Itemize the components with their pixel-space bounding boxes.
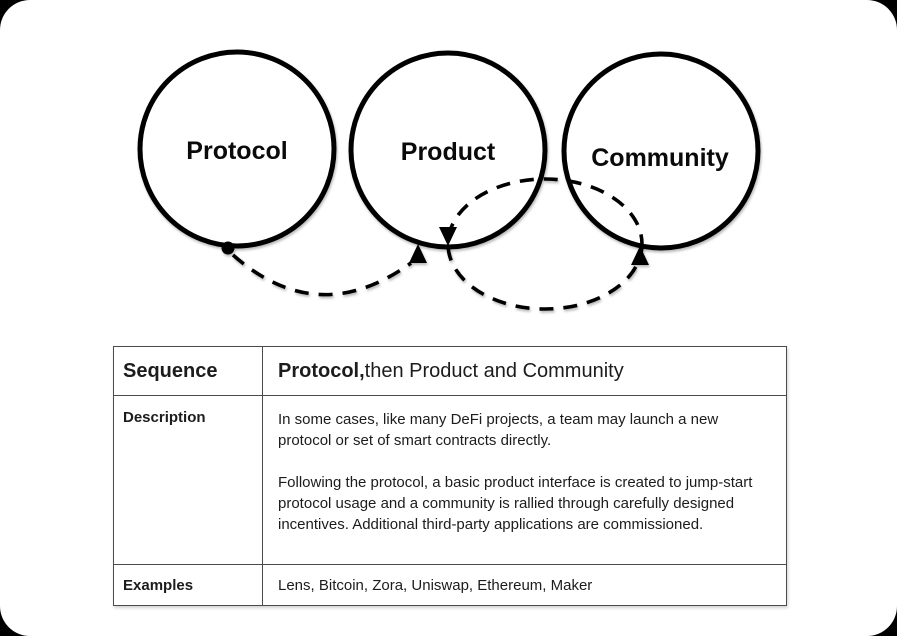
sequence-diagram: Protocol Product Community [137, 49, 761, 311]
protocol-circle [137, 49, 337, 249]
community-circle [561, 51, 761, 251]
table-row-description: Description In some cases, like many DeF… [114, 395, 786, 564]
description-paragraph-2: Following the protocol, a basic product … [278, 474, 753, 533]
table-row-examples: Examples Lens, Bitcoin, Zora, Uniswap, E… [114, 564, 786, 605]
sequence-value-rest: then Product and Community [364, 359, 624, 382]
arrowhead-down-into-product-icon [439, 227, 457, 246]
examples-row-value: Lens, Bitcoin, Zora, Uniswap, Ethereum, … [278, 576, 593, 594]
flow-loop-product-community [446, 177, 644, 311]
product-circle-label: Product [401, 138, 496, 166]
table-row-sequence: Sequence Protocol, then Product and Comm… [114, 347, 786, 395]
description-row-label: Description [114, 396, 263, 564]
description-row-value: In some cases, like many DeFi projects, … [263, 396, 786, 564]
protocol-circle-label: Protocol [186, 137, 287, 165]
sequence-row-label: Sequence [114, 347, 263, 395]
examples-row-label: Examples [114, 565, 263, 605]
sequence-row-value: Protocol, then Product and Community [263, 347, 786, 395]
description-paragraph-1: In some cases, like many DeFi projects, … [278, 411, 719, 449]
sequence-table: Sequence Protocol, then Product and Comm… [113, 346, 787, 606]
start-dot [221, 241, 235, 255]
sequence-value-bold: Protocol, [278, 359, 365, 382]
flow-arc-protocol-to-product [231, 253, 413, 297]
community-circle-label: Community [591, 144, 729, 172]
arrowhead-up-into-product-icon [409, 244, 427, 263]
arrowhead-up-into-community-icon [631, 246, 649, 265]
